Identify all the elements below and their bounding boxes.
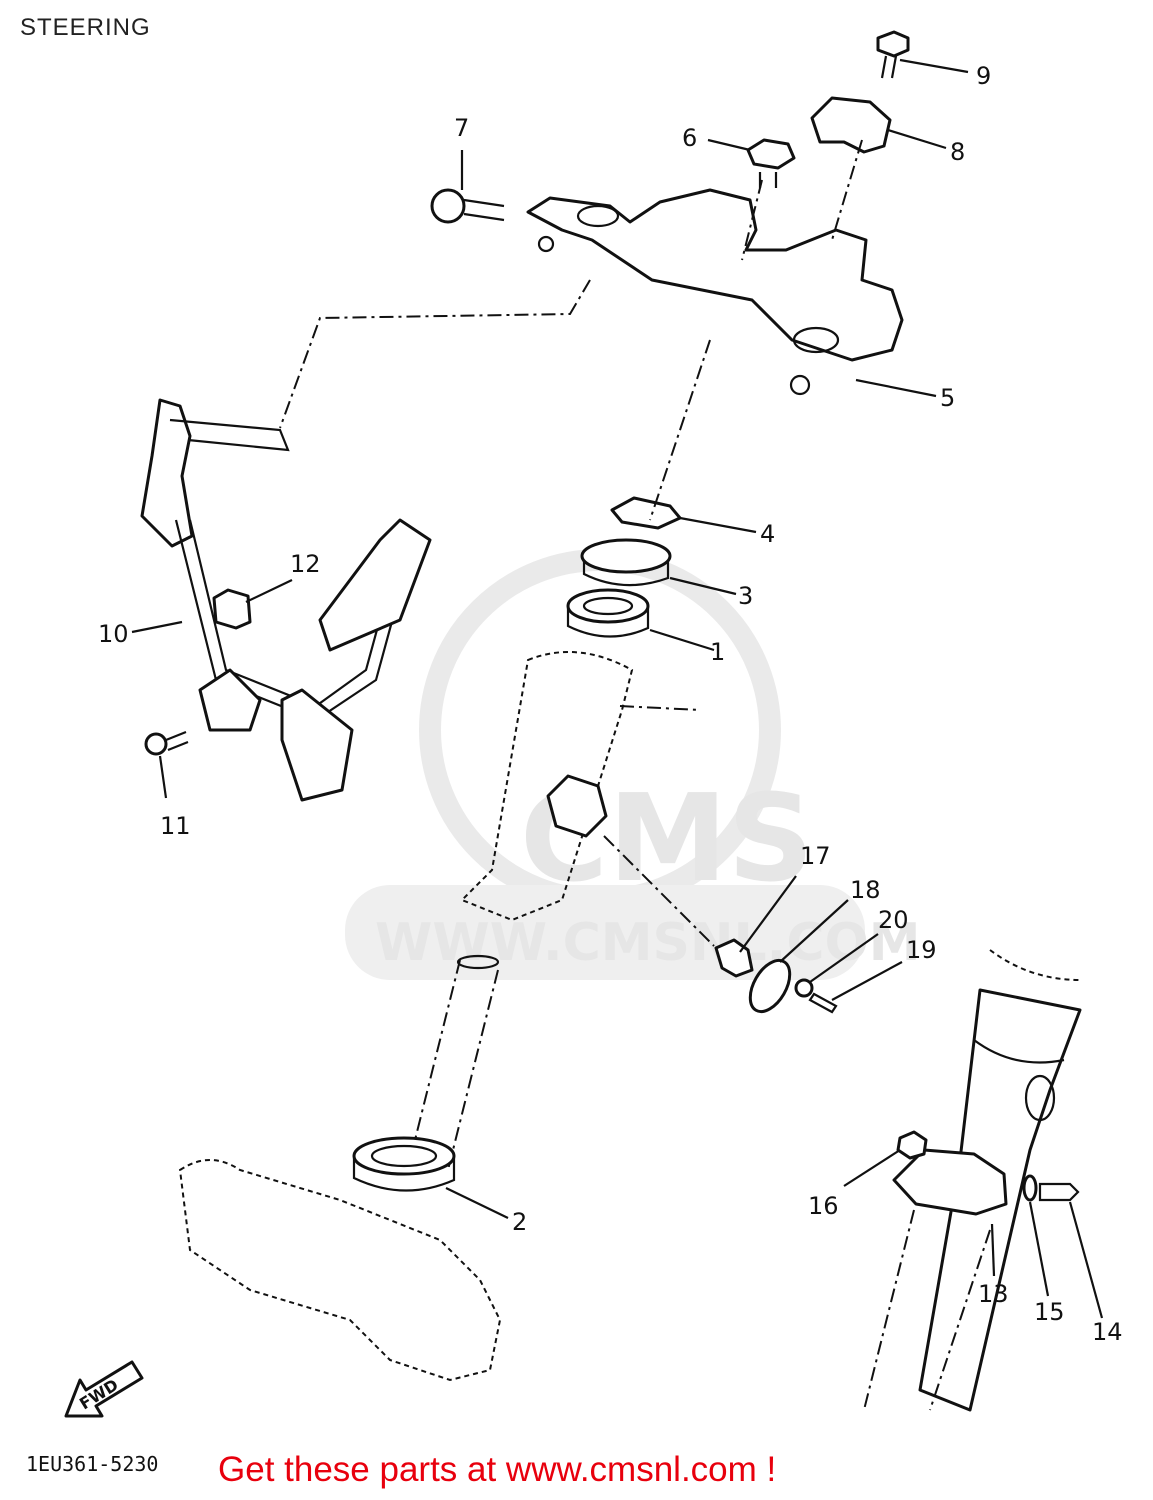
watermark-url: WWW.CMSNL.COM bbox=[375, 913, 920, 973]
page-title: STEERING bbox=[20, 14, 151, 41]
callout-1: 1 bbox=[710, 638, 725, 666]
part-15-washer bbox=[1022, 1174, 1038, 1202]
callout-19: 19 bbox=[906, 936, 937, 964]
callout-12: 12 bbox=[290, 550, 321, 578]
callout-5: 5 bbox=[940, 384, 955, 412]
part-20-washer bbox=[794, 978, 814, 998]
callout-10: 10 bbox=[98, 620, 129, 648]
part-4-steering-nut bbox=[610, 496, 682, 530]
assembly-lines bbox=[279, 139, 991, 1411]
part-18-cover bbox=[748, 958, 792, 1014]
callout-20: 20 bbox=[878, 906, 909, 934]
diagram-code: 1EU361-5230 bbox=[26, 1452, 159, 1476]
callout-16: 16 bbox=[808, 1192, 839, 1220]
frame-head-pipe bbox=[460, 651, 634, 922]
part-5-upper-bracket bbox=[526, 188, 904, 396]
callout-2: 2 bbox=[512, 1208, 527, 1236]
callout-4: 4 bbox=[760, 520, 775, 548]
part-11-bolt bbox=[144, 730, 189, 756]
callout-15: 15 bbox=[1034, 1298, 1065, 1326]
part-7-bolt bbox=[430, 188, 505, 224]
callout-14: 14 bbox=[1092, 1318, 1123, 1346]
part-2-lower-bearing bbox=[352, 1136, 456, 1192]
part-12-clamp bbox=[212, 588, 252, 630]
part-14-bolt bbox=[1038, 1182, 1080, 1202]
steering-stem-shaft bbox=[409, 954, 500, 1171]
part-8-clamp bbox=[810, 96, 892, 154]
callout-3: 3 bbox=[738, 582, 753, 610]
cmsnl-link[interactable]: Get these parts at www.cmsnl.com ! bbox=[218, 1450, 777, 1489]
callout-11: 11 bbox=[160, 812, 191, 840]
callout-labels: 1 2 3 4 5 6 7 8 9 10 11 12 13 14 15 16 1… bbox=[98, 62, 1123, 1346]
steering-lock-body bbox=[546, 774, 608, 838]
callout-8: 8 bbox=[950, 138, 965, 166]
callout-9: 9 bbox=[976, 62, 991, 90]
fwd-arrow: FWD bbox=[64, 1360, 144, 1418]
cmsnl-watermark: CMS WWW.CMSNL.COM bbox=[345, 549, 920, 980]
part-16-nut bbox=[896, 1130, 928, 1160]
part-13-fork-guide bbox=[892, 1148, 1008, 1216]
leader-lines bbox=[131, 58, 1104, 1319]
part-10-headlight-bracket bbox=[140, 398, 432, 802]
part-6-bolt bbox=[746, 138, 796, 188]
callout-18: 18 bbox=[850, 876, 881, 904]
under-bracket bbox=[178, 1159, 502, 1382]
callout-17: 17 bbox=[800, 842, 831, 870]
callout-13: 13 bbox=[978, 1280, 1009, 1308]
part-3-washer bbox=[580, 538, 672, 587]
part-9-bolt bbox=[876, 30, 910, 79]
part-19-screw bbox=[808, 992, 838, 1014]
callout-7: 7 bbox=[454, 114, 469, 142]
callout-6: 6 bbox=[682, 124, 697, 152]
part-1-upper-bearing bbox=[566, 588, 650, 638]
